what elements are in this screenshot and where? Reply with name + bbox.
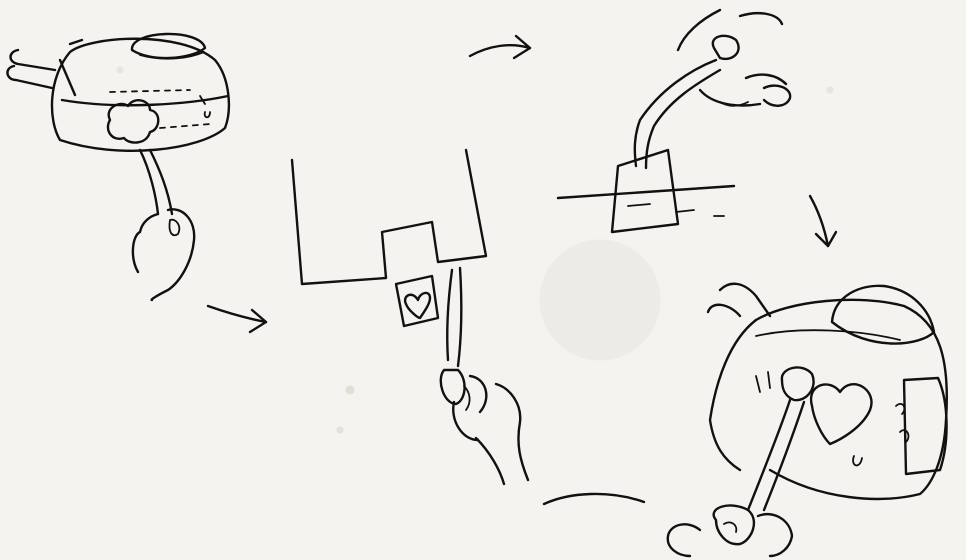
hand-icon: [676, 8, 792, 107]
arrow-step1-to-step2: [206, 304, 268, 334]
arrow-step3-to-step4: [808, 194, 838, 248]
decal-in-water-icon: [556, 148, 736, 234]
heart-decal-icon: [394, 274, 440, 328]
turret-icon: [6, 32, 231, 152]
turret-icon: [706, 282, 948, 501]
step-1-sponge-cleaning: [6, 32, 231, 302]
sponge-icon: [106, 99, 160, 144]
step-2-cutting-decal: [290, 148, 530, 486]
step-4-applying-decal: [666, 282, 948, 558]
heart-decal-icon: [809, 383, 873, 446]
tweezers-icon: [633, 58, 722, 170]
ground-line: [542, 492, 646, 506]
hand-icon: [666, 504, 794, 558]
scissors-icon: [439, 266, 488, 414]
hand-icon: [452, 382, 530, 486]
arrow-step2-to-step3: [468, 34, 532, 60]
step-3-soaking-decal: [556, 8, 792, 234]
cotton-swab-icon: [746, 366, 815, 512]
decal-sheet-icon: [290, 148, 488, 286]
hand-icon: [131, 148, 196, 302]
